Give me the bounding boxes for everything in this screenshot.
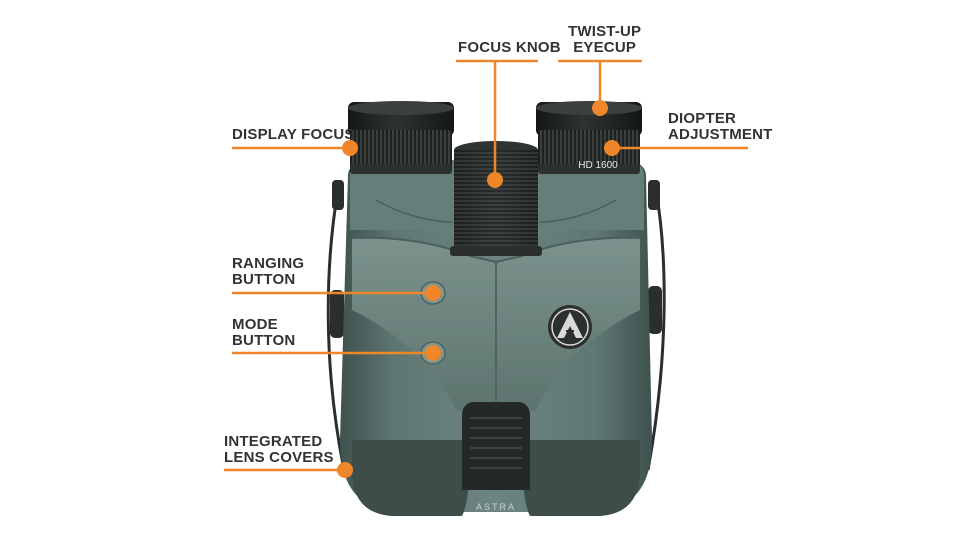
label-twist-up-eyecup: TWIST-UP EYECUP: [568, 24, 641, 56]
strap-clip-left: [332, 180, 344, 210]
brand-marking: ASTRA: [476, 502, 516, 512]
label-diopter-adjustment: DIOPTER ADJUSTMENT: [668, 111, 773, 143]
dot-twist-up: [592, 100, 608, 116]
left-ring-base: [350, 164, 452, 174]
body-contour-right: [539, 199, 617, 223]
lens-cover-right: [523, 440, 640, 516]
label-diopter-line1: DIOPTER: [668, 110, 737, 127]
callout-dots: [337, 100, 620, 478]
strap-right: [646, 189, 666, 471]
label-twist-up-line1: TWIST-UP: [568, 23, 642, 40]
astra-logo-icon: [548, 305, 592, 349]
label-twist-up-line2: EYECUP: [573, 39, 637, 56]
lens-cover-left: [352, 440, 469, 516]
strap-buckle-right: [648, 286, 662, 334]
dot-display-focus: [342, 140, 358, 156]
label-focus-knob-line1: FOCUS KNOB: [458, 39, 561, 56]
strap-buckle-left: [330, 290, 344, 338]
dot-focus-knob: [487, 172, 503, 188]
right-diopter-ring: [538, 130, 640, 170]
dot-ranging: [425, 285, 441, 301]
dot-lens-covers: [337, 462, 353, 478]
strap-left: [326, 189, 346, 471]
label-mode-button: MODE BUTTON: [232, 317, 295, 349]
label-ranging-line2: BUTTON: [232, 271, 296, 288]
label-integrated-lens-covers: INTEGRATED LENS COVERS: [224, 434, 334, 466]
right-barrel-top: [536, 160, 644, 230]
label-diopter-line2: ADJUSTMENT: [668, 126, 773, 143]
tripod-cover-grip: [470, 417, 522, 469]
label-display-focus: DISPLAY FOCUS: [232, 127, 355, 143]
tripod-adapter-cover: [462, 402, 530, 490]
right-ring-base: [538, 164, 640, 174]
focus-knob-base: [450, 246, 542, 256]
label-display-focus-line1: DISPLAY FOCUS: [232, 126, 355, 143]
callout-lines: [224, 59, 748, 472]
label-ranging-line1: RANGING: [232, 255, 305, 272]
label-ranging-button: RANGING BUTTON: [232, 256, 304, 288]
right-eyecup-rim: [536, 101, 642, 115]
left-display-focus-ring: [350, 130, 452, 170]
left-barrel-top: [350, 160, 454, 230]
label-focus-knob: FOCUS KNOB: [458, 40, 561, 56]
label-lens-covers-line1: INTEGRATED: [224, 433, 323, 450]
label-lens-covers-line2: LENS COVERS: [224, 449, 334, 466]
label-mode-line1: MODE: [232, 316, 278, 333]
label-mode-line2: BUTTON: [232, 332, 296, 349]
dot-diopter: [604, 140, 620, 156]
body-contour-left: [375, 199, 453, 223]
dot-mode: [425, 345, 441, 361]
left-eyecup-rim: [348, 101, 454, 115]
model-marking: HD 1600: [578, 160, 618, 171]
strap-clip-right: [648, 180, 660, 210]
